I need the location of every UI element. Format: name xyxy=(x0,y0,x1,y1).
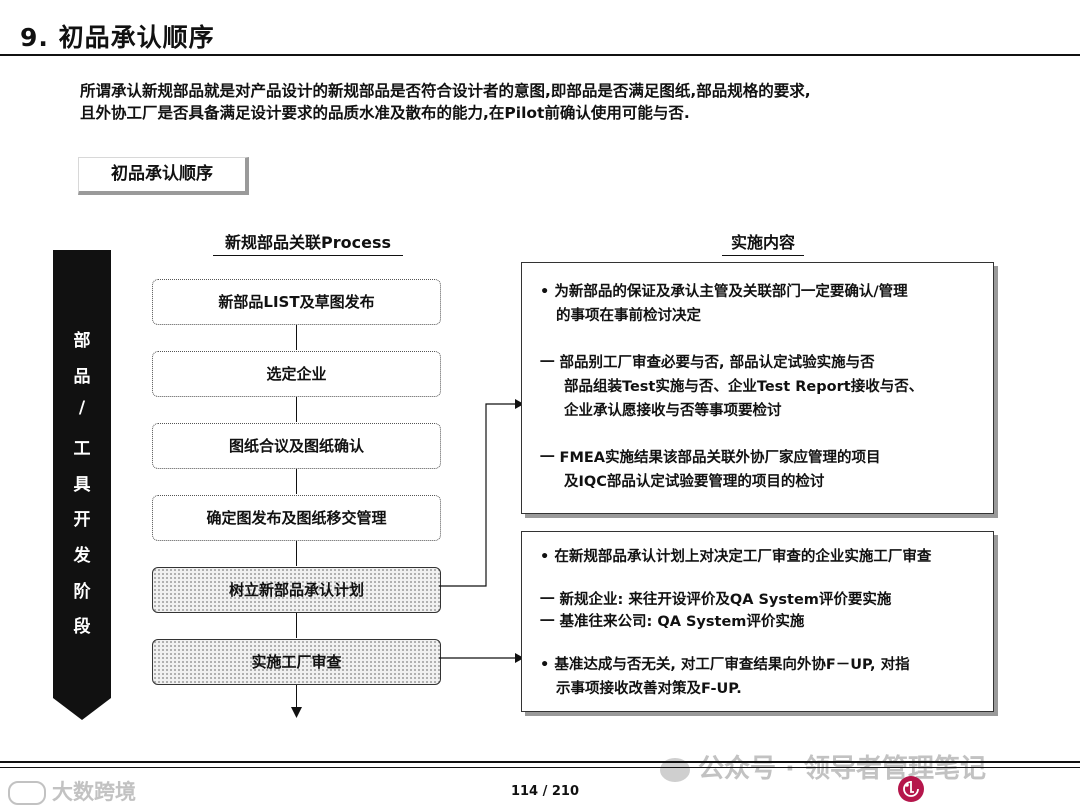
side-char: 品 xyxy=(73,367,91,387)
side-char: 发 xyxy=(73,546,91,566)
flow-connector xyxy=(296,683,297,709)
page-title: 9. 初品承认顺序 xyxy=(20,23,215,52)
content-column-heading: 实施内容 xyxy=(722,229,804,256)
dash-line: 企业承认愿接收与否等事项要检讨 xyxy=(564,403,782,419)
bullet-line: 示事项接收改善对策及F-UP. xyxy=(556,681,742,697)
step-drawing-review: 图纸合议及图纸确认 xyxy=(152,423,441,469)
side-char: 段 xyxy=(73,617,91,637)
bullet-line: • 在新规部品承认计划上对决定工厂审查的企业实施工厂审查 xyxy=(540,549,932,565)
dash-line: 部品组装Test实施与否、企业Test Report接收与否、 xyxy=(564,379,924,395)
content-box-audit: • 在新规部品承认计划上对决定工厂审查的企业实施工厂审查 一 新规企业: 来往开… xyxy=(521,531,994,712)
flow-connector xyxy=(296,467,297,494)
footer-divider xyxy=(0,761,1080,763)
flow-connector xyxy=(296,611,297,638)
flow-connector xyxy=(296,539,297,566)
bullet-line: • 为新部品的保证及承认主管及关联部门一定要确认/管理 xyxy=(540,284,908,300)
dash-line: 一 FMEA实施结果该部品关联外协厂家应管理的项目 xyxy=(540,450,881,466)
lg-logo-icon xyxy=(898,776,924,802)
step-select-supplier: 选定企业 xyxy=(152,351,441,397)
connector-arrow-plan xyxy=(439,399,524,587)
section-label-box: 初品承认顺序 xyxy=(78,157,249,195)
flow-end-arrow xyxy=(291,707,302,718)
dash-line: 及IQC部品认定试验要管理的项目的检讨 xyxy=(564,474,825,490)
flow-connector xyxy=(296,395,297,422)
flow-connector xyxy=(296,323,297,350)
step-factory-audit: 实施工厂审查 xyxy=(152,639,441,685)
dash-line: 一 新规企业: 来往开设评价及QA System评价要实施 xyxy=(540,592,892,608)
dash-line: 一 部品别工厂审查必要与否, 部品认定试验实施与否 xyxy=(540,355,875,371)
step-approval-plan: 树立新部品承认计划 xyxy=(152,567,441,613)
footer-divider-thin xyxy=(0,767,1080,768)
intro-paragraph: 所谓承认新规部品就是对产品设计的新规部品是否符合设计者的意图,即部品是否满足图纸… xyxy=(80,80,1040,124)
dash-line: 一 基准往来公司: QA System评价实施 xyxy=(540,614,805,630)
bullet-line: • 基准达成与否无关, 对工厂审查结果向外协F－UP, 对指 xyxy=(540,657,910,673)
watermark-left: 大数跨境 xyxy=(8,776,136,806)
title-divider xyxy=(0,54,1080,56)
bullet-line: 的事项在事前检讨决定 xyxy=(556,308,701,324)
phase-side-bar: 部 品 / 工 具 开 发 阶 段 xyxy=(53,250,111,698)
side-char: 具 xyxy=(73,475,91,495)
page-number: 114 / 210 xyxy=(510,784,580,799)
process-column-heading: 新规部品关联Process xyxy=(213,229,403,256)
step-final-drawing-release: 确定图发布及图纸移交管理 xyxy=(152,495,441,541)
side-char: / xyxy=(78,398,86,418)
step-parts-list-release: 新部品LIST及草图发布 xyxy=(152,279,441,325)
side-char: 工 xyxy=(73,439,91,459)
brand-logo-icon xyxy=(8,781,46,805)
content-box-plan: • 为新部品的保证及承认主管及关联部门一定要确认/管理 的事项在事前检讨决定 一… xyxy=(521,262,994,514)
connector-arrow-audit xyxy=(439,653,524,663)
side-char: 部 xyxy=(73,331,91,351)
side-char: 阶 xyxy=(73,582,91,602)
side-bar-arrow xyxy=(53,698,111,720)
intro-line-2: 且外协工厂是否具备满足设计要求的品质水准及散布的能力,在Pilot前确认使用可能… xyxy=(80,104,690,122)
side-char: 开 xyxy=(73,510,91,530)
intro-line-1: 所谓承认新规部品就是对产品设计的新规部品是否符合设计者的意图,即部品是否满足图纸… xyxy=(80,82,811,100)
